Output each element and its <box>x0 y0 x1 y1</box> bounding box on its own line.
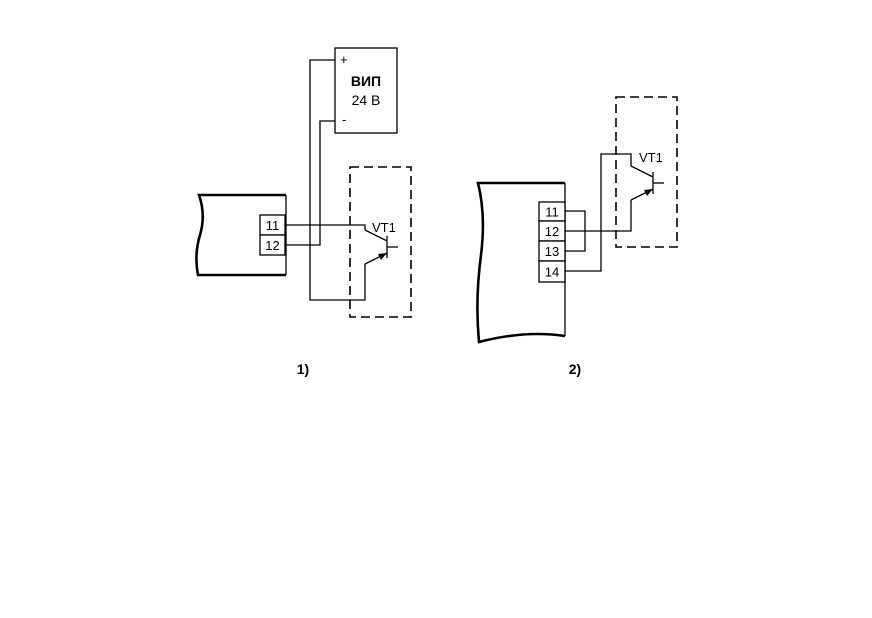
transistor-enclosure-2 <box>615 96 678 248</box>
power-supply-box <box>334 47 398 134</box>
transistor-emitter-arrow-1 <box>378 253 387 260</box>
transistor-collector-1 <box>364 229 388 242</box>
transistor-enclosure-1 <box>349 166 412 318</box>
supply-voltage: 24 В <box>352 92 381 108</box>
supply-plus-sign: + <box>340 52 348 67</box>
terminal-11-label: 11 <box>545 205 559 220</box>
caption-1: 1) <box>297 361 309 377</box>
terminal-13-label: 13 <box>545 244 559 259</box>
transistor-emitter-arrow-2 <box>644 189 653 196</box>
terminal-12-label: 12 <box>265 238 279 253</box>
terminal-12-label: 12 <box>545 224 559 239</box>
transistor-label-1: VT1 <box>372 220 396 235</box>
diagram-1: 11 12 + ВИП 24 В - VT1 <box>195 47 412 318</box>
transistor-label-2: VT1 <box>639 150 663 165</box>
supply-name: ВИП <box>351 73 381 89</box>
terminal-14-label: 14 <box>545 265 559 280</box>
device-body-1 <box>195 193 286 277</box>
supply-minus-sign: - <box>342 112 346 127</box>
terminal-11-label: 11 <box>266 218 280 233</box>
device-body-2 <box>476 181 566 344</box>
caption-2: 2) <box>569 361 581 377</box>
diagram-2: 11 12 13 14 VT1 <box>476 96 678 344</box>
transistor-collector-2 <box>630 165 654 178</box>
